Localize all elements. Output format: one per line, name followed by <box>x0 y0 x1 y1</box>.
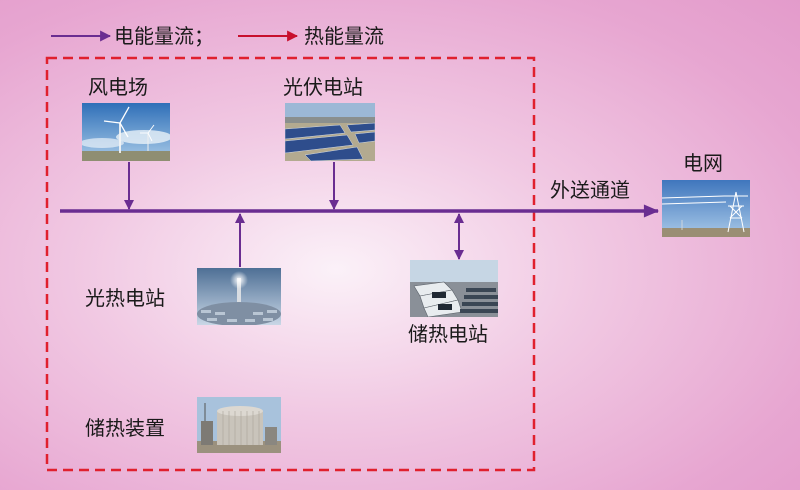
storage-station-photo <box>410 260 498 317</box>
legend-thermal-label: 热能量流 <box>304 24 384 48</box>
storage-device-label: 储热装置 <box>85 416 165 440</box>
system-boundary <box>45 56 536 472</box>
csp-station-photo <box>197 268 281 325</box>
pv-station-label: 光伏电站 <box>283 75 363 99</box>
grid-label: 电网 <box>683 151 723 175</box>
wind-farm-label: 风电场 <box>88 75 148 99</box>
transmission-tower-photo <box>662 180 750 237</box>
storage-device-photo <box>197 397 281 453</box>
export-channel-label: 外送通道 <box>550 178 630 202</box>
wind-farm-photo <box>82 103 170 161</box>
legend-electric-label: 电能量流； <box>114 24 214 48</box>
pv-station-photo <box>285 103 375 161</box>
csp-station-label: 光热电站 <box>85 286 165 310</box>
storage-station-label: 储热电站 <box>408 322 488 346</box>
